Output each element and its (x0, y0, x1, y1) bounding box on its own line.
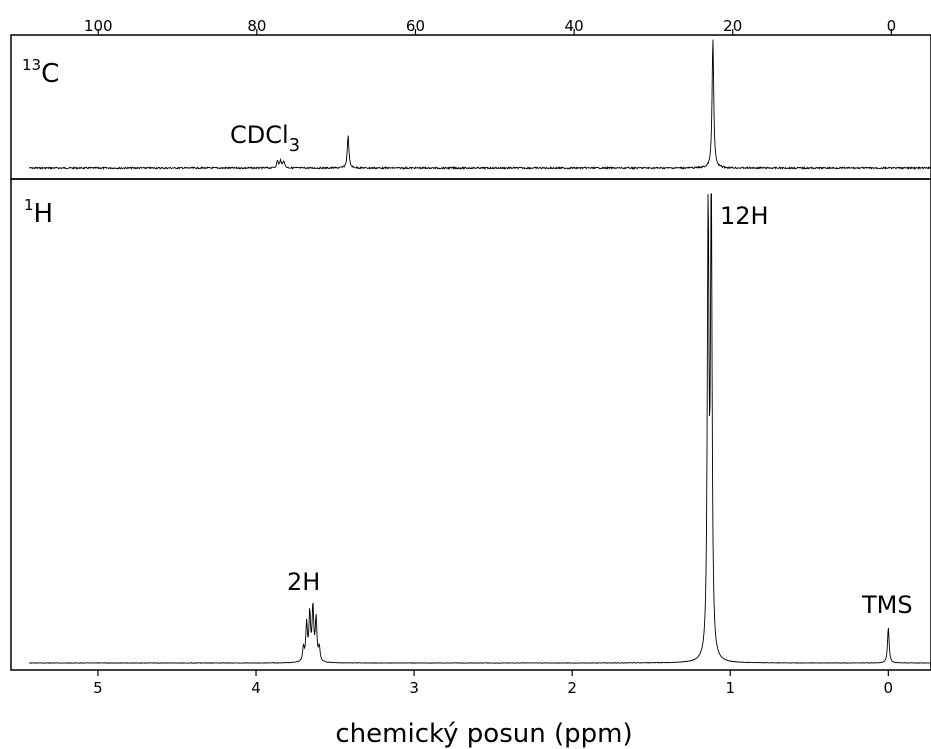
proton-tick-label: 4 (251, 679, 261, 697)
carbon-mass-number: 13 (22, 56, 41, 74)
peak-label-12h: 12H (720, 202, 769, 230)
proton-tick-label: 5 (93, 679, 103, 697)
proton-tick-label: 2 (567, 679, 577, 697)
carbon-tick-label: 60 (406, 17, 425, 35)
carbon-tick-label: 20 (723, 17, 742, 35)
carbon-panel-label: 13C (22, 56, 59, 89)
solvent-label-subscript: 3 (289, 135, 300, 156)
proton-tick-label: 1 (725, 679, 735, 697)
solvent-label-text: CDCl (230, 121, 289, 149)
carbon-symbol: C (41, 59, 59, 89)
proton-spectrum-line (28, 193, 931, 664)
x-axis-title: chemický posun (ppm) (335, 719, 632, 749)
peak-label-2h: 2H (287, 568, 320, 596)
peak-label-tms: TMS (861, 591, 913, 619)
carbon-tick-label: 80 (247, 17, 266, 35)
proton-x-axis: 5 4 3 2 1 0 (93, 670, 893, 697)
solvent-peak-label: CDCl3 (230, 121, 300, 156)
carbon-panel-frame (10, 34, 931, 180)
proton-tick-label: 0 (884, 679, 894, 697)
carbon-x-axis: 100 80 60 40 20 0 (84, 17, 896, 35)
proton-mass-number: 1 (24, 196, 34, 214)
proton-panel-label: 1H (24, 196, 53, 229)
carbon-spectrum-line (28, 39, 931, 171)
carbon-tick-label: 40 (565, 17, 584, 35)
proton-panel-frame (10, 178, 931, 671)
carbon-tick-label: 100 (84, 17, 113, 35)
carbon-tick-label: 0 (887, 17, 897, 35)
proton-symbol: H (34, 199, 54, 229)
proton-tick-label: 3 (409, 679, 419, 697)
